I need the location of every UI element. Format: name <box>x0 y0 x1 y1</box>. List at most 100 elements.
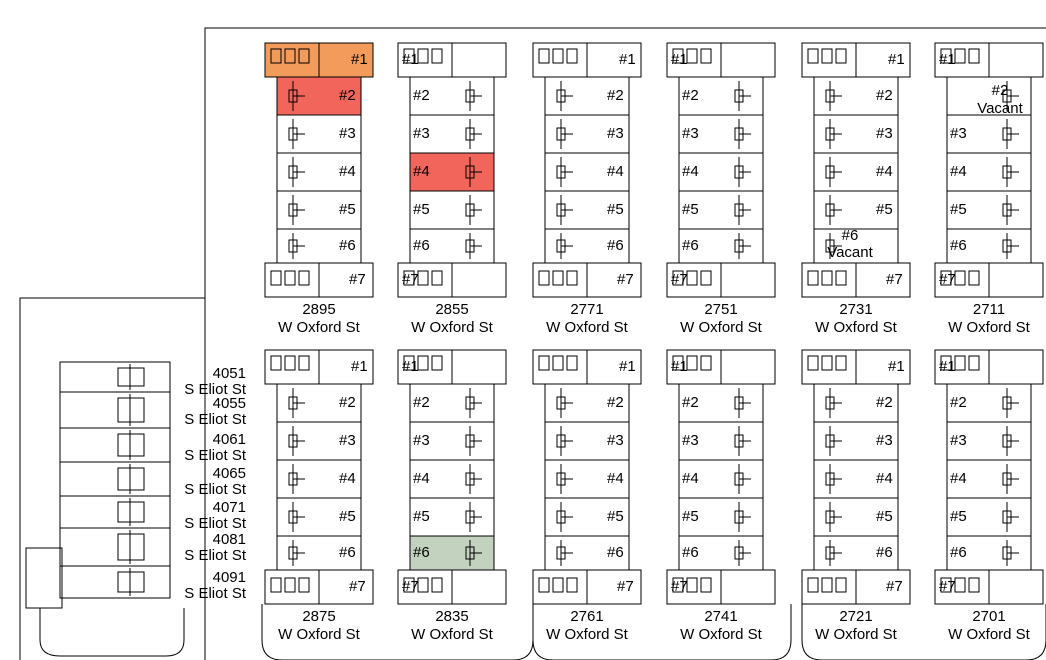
fixture <box>968 355 980 371</box>
fixture <box>298 270 310 286</box>
eliot-unit <box>59 527 171 567</box>
fixture <box>566 270 578 286</box>
unit-label: #4 <box>607 470 624 487</box>
fixture <box>117 433 145 457</box>
unit-label: #5 <box>413 201 430 218</box>
fixture <box>465 89 475 103</box>
fixture <box>552 48 564 64</box>
fixture <box>825 472 835 486</box>
building-number: 2761 <box>570 608 604 625</box>
fixture <box>940 577 952 593</box>
unit-label: #5 <box>950 508 967 525</box>
fixture <box>835 48 847 64</box>
eliot-unit <box>59 427 171 463</box>
unit-label: #7 <box>617 271 634 288</box>
fixture <box>686 270 698 286</box>
unit-label: #2 <box>607 394 624 411</box>
fixture <box>284 355 296 371</box>
fixture <box>288 472 298 486</box>
unit-label: #3 <box>682 125 699 142</box>
unit-label: #4 <box>876 163 893 180</box>
eliot-courtyard <box>39 608 185 657</box>
unit-label: #1 <box>402 358 419 375</box>
fixture <box>734 127 744 141</box>
unit-label: #2 <box>339 394 356 411</box>
fixture <box>117 367 145 387</box>
unit-label: #3 <box>876 125 893 142</box>
unit-label: #5 <box>876 201 893 218</box>
fixture <box>1002 396 1012 410</box>
fixture <box>403 48 415 64</box>
fixture <box>270 270 282 286</box>
building-number: 2835 <box>435 608 469 625</box>
unit-label: #7 <box>886 578 903 595</box>
building-number: 2711 <box>972 301 1006 318</box>
eliot-number: 4071 <box>212 499 246 516</box>
fixture <box>431 355 443 371</box>
fixture <box>288 546 298 560</box>
eliot-number: 4081 <box>212 531 246 548</box>
fixture <box>288 239 298 253</box>
unit-label: #1 <box>619 51 636 68</box>
lot-outline <box>19 297 206 660</box>
fixture <box>825 434 835 448</box>
fixture <box>940 270 952 286</box>
fixture <box>538 48 550 64</box>
fixture <box>552 577 564 593</box>
unit-label: #5 <box>607 201 624 218</box>
unit-label: #1 <box>619 358 636 375</box>
fixture <box>417 270 429 286</box>
unit-label: #2 <box>950 394 967 411</box>
unit-label: #6 <box>950 544 967 561</box>
fixture <box>288 203 298 217</box>
eliot-unit <box>59 461 171 497</box>
fixture <box>821 48 833 64</box>
fixture <box>288 434 298 448</box>
fixture <box>465 396 475 410</box>
fixture <box>954 48 966 64</box>
fixture <box>117 501 145 523</box>
building-number: 2721 <box>839 608 873 625</box>
fixture <box>835 270 847 286</box>
eliot-street: S Eliot St <box>184 411 246 428</box>
fixture <box>288 396 298 410</box>
fixture <box>807 355 819 371</box>
fixture <box>954 355 966 371</box>
fixture <box>734 434 744 448</box>
fixture <box>556 203 566 217</box>
fixture <box>825 127 835 141</box>
vacant-unit-number: #6 <box>841 227 859 244</box>
fixture <box>825 203 835 217</box>
eliot-unit <box>59 495 171 529</box>
fixture <box>284 577 296 593</box>
eliot-street: S Eliot St <box>184 547 246 564</box>
eliot-unit <box>59 391 171 429</box>
unit-label: #4 <box>950 163 967 180</box>
fixture <box>672 577 684 593</box>
fixture <box>465 546 475 560</box>
unit-label: #1 <box>939 358 956 375</box>
fixture <box>672 355 684 371</box>
building-number: 2771 <box>570 301 604 318</box>
fixture <box>825 89 835 103</box>
fixture <box>270 577 282 593</box>
building-street: W Oxford St <box>948 626 1030 643</box>
building-number: 2855 <box>435 301 469 318</box>
unit-label: #2 <box>413 394 430 411</box>
building-street: W Oxford St <box>815 626 897 643</box>
unit-label: #6 <box>950 237 967 254</box>
fixture <box>672 48 684 64</box>
building-street: W Oxford St <box>411 319 493 336</box>
unit-label: #7 <box>402 578 419 595</box>
fixture <box>465 127 475 141</box>
building-street: W Oxford St <box>278 626 360 643</box>
unit-label: #1 <box>402 51 419 68</box>
fixture <box>686 577 698 593</box>
unit-label: #6 <box>682 237 699 254</box>
fixture <box>968 270 980 286</box>
unit-label: #4 <box>413 470 430 487</box>
fixture <box>556 546 566 560</box>
fixture <box>825 239 835 253</box>
fixture <box>954 577 966 593</box>
